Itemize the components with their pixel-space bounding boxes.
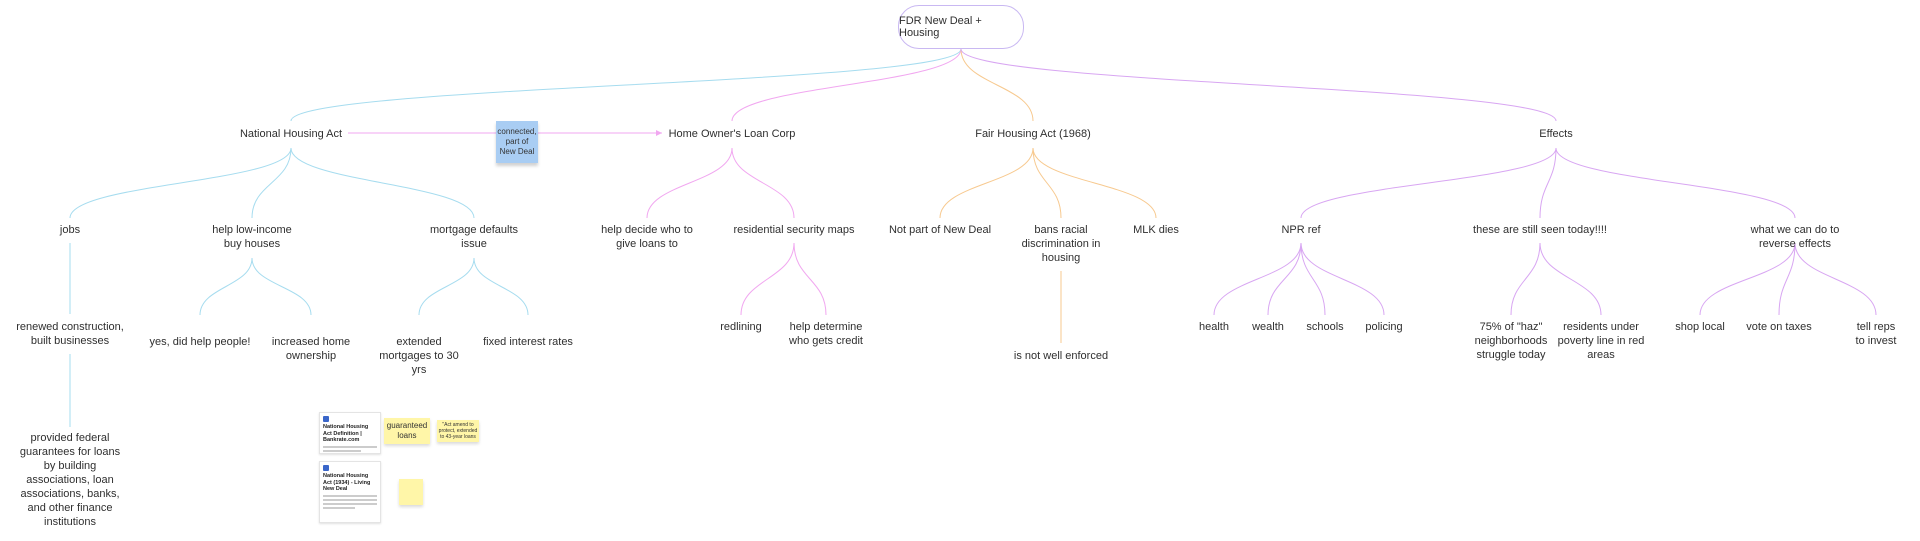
node-jobs[interactable]: jobs <box>59 224 81 236</box>
connector-curve <box>1539 147 1557 219</box>
node-national-housing-act[interactable]: National Housing Act <box>239 128 343 140</box>
node-reverse-effects[interactable]: what we can do to reverse effects <box>1750 224 1840 250</box>
node-residential-security-maps[interactable]: residential security maps <box>733 224 855 236</box>
connector-curve <box>1699 242 1796 316</box>
node-extended-mortgages[interactable]: extended mortgages to 30 yrs <box>379 336 459 376</box>
node-renewed-construction[interactable]: renewed construction, built businesses <box>16 321 124 347</box>
link-card-text-line <box>323 445 377 448</box>
node-shop-local[interactable]: shop local <box>1675 321 1725 333</box>
connector-curve <box>1555 147 1796 219</box>
connector-curve <box>731 48 962 122</box>
node-residents-under-poverty[interactable]: residents under poverty line in red area… <box>1557 321 1645 361</box>
connector-curve <box>418 257 475 316</box>
connector-curve <box>290 48 962 122</box>
node-75-percent-haz[interactable]: 75% of "haz" neighborhoods struggle toda… <box>1474 321 1548 361</box>
link-card-text-line <box>323 506 356 509</box>
node-redlining[interactable]: redlining <box>720 321 762 333</box>
root-label: FDR New Deal + Housing <box>899 15 982 39</box>
link-icon <box>323 416 329 422</box>
node-schools[interactable]: schools <box>1306 321 1344 333</box>
connector-curve <box>251 257 312 316</box>
link-card-title: National Housing Act Definition | Bankra… <box>323 424 369 443</box>
node-wealth[interactable]: wealth <box>1252 321 1284 333</box>
node-fair-housing-act[interactable]: Fair Housing Act (1968) <box>975 128 1091 140</box>
connector-curve <box>1510 242 1541 316</box>
node-policing[interactable]: policing <box>1365 321 1403 333</box>
node-increased-ownership[interactable]: increased home ownership <box>271 336 351 362</box>
link-card-text-line <box>323 449 361 452</box>
node-bans-racial-discrimination[interactable]: bans racial discrimination in housing <box>1021 224 1101 264</box>
connector-curve <box>1032 147 1157 219</box>
node-health[interactable]: health <box>1199 321 1229 333</box>
node-fixed-interest[interactable]: fixed interest rates <box>483 336 573 348</box>
connector-curve <box>646 147 733 219</box>
connector-curve <box>1794 242 1877 316</box>
sticky-note-empty[interactable] <box>399 479 423 505</box>
node-determine-credit[interactable]: help determine who gets credit <box>789 321 863 347</box>
arrowhead-icon <box>656 130 662 136</box>
link-card-bankrate[interactable]: National Housing Act Definition | Bankra… <box>319 412 381 454</box>
node-not-well-enforced[interactable]: is not well enforced <box>1013 350 1109 362</box>
connector-curve <box>1267 242 1302 316</box>
connector-curve <box>1032 147 1062 219</box>
link-card-living-new-deal[interactable]: National Housing Act (1934) - Living New… <box>319 461 381 523</box>
connector-curve <box>290 147 475 219</box>
link-card-text-line <box>323 494 377 497</box>
node-npr-ref[interactable]: NPR ref <box>1281 224 1321 236</box>
connector-curve <box>939 147 1034 219</box>
connector-curve <box>1778 242 1796 316</box>
connector-curve <box>69 147 292 219</box>
link-icon <box>323 465 329 471</box>
connector-curve <box>1213 242 1302 316</box>
link-card-text-line <box>323 502 377 505</box>
connector-curve <box>960 48 1034 122</box>
connector-curve <box>1300 147 1557 219</box>
node-mlk-dies[interactable]: MLK dies <box>1133 224 1179 236</box>
node-still-seen-today[interactable]: these are still seen today!!!! <box>1473 224 1607 236</box>
node-did-help-people[interactable]: yes, did help people! <box>149 336 251 348</box>
node-effects[interactable]: Effects <box>1539 128 1573 140</box>
node-vote-on-taxes[interactable]: vote on taxes <box>1746 321 1812 333</box>
node-federal-guarantees[interactable]: provided federal guarantees for loans by… <box>19 432 121 528</box>
connector-curve <box>740 242 795 316</box>
root-node[interactable]: FDR New Deal + Housing <box>898 5 1024 49</box>
connector-curve <box>793 242 827 316</box>
connector-curve <box>473 257 529 316</box>
link-card-text-line <box>323 498 377 501</box>
link-card-title: National Housing Act (1934) - Living New… <box>323 473 371 492</box>
node-not-part-of-new-deal[interactable]: Not part of New Deal <box>888 224 992 236</box>
connector-curve <box>1300 242 1326 316</box>
connector-curve <box>960 48 1557 122</box>
sticky-note-act-amend[interactable]: "Act amend to protect, extended to 43-ye… <box>437 420 479 442</box>
connector-curve <box>199 257 253 316</box>
node-help-low-income[interactable]: help low-income buy houses <box>212 224 292 250</box>
connector-curve <box>731 147 795 219</box>
node-mortgage-defaults[interactable]: mortgage defaults issue <box>429 224 519 250</box>
connector-sticky-note[interactable]: connected, part of New Deal <box>496 121 538 163</box>
connector-curve <box>1300 242 1385 316</box>
connector-curve <box>1539 242 1602 316</box>
node-home-owners-loan-corp[interactable]: Home Owner's Loan Corp <box>668 128 796 140</box>
node-tell-reps[interactable]: tell reps to invest <box>1855 321 1897 347</box>
node-help-decide[interactable]: help decide who to give loans to <box>601 224 693 250</box>
sticky-note-guaranteed-loans[interactable]: guaranteed loans <box>384 418 430 444</box>
connector-curve <box>251 147 292 219</box>
